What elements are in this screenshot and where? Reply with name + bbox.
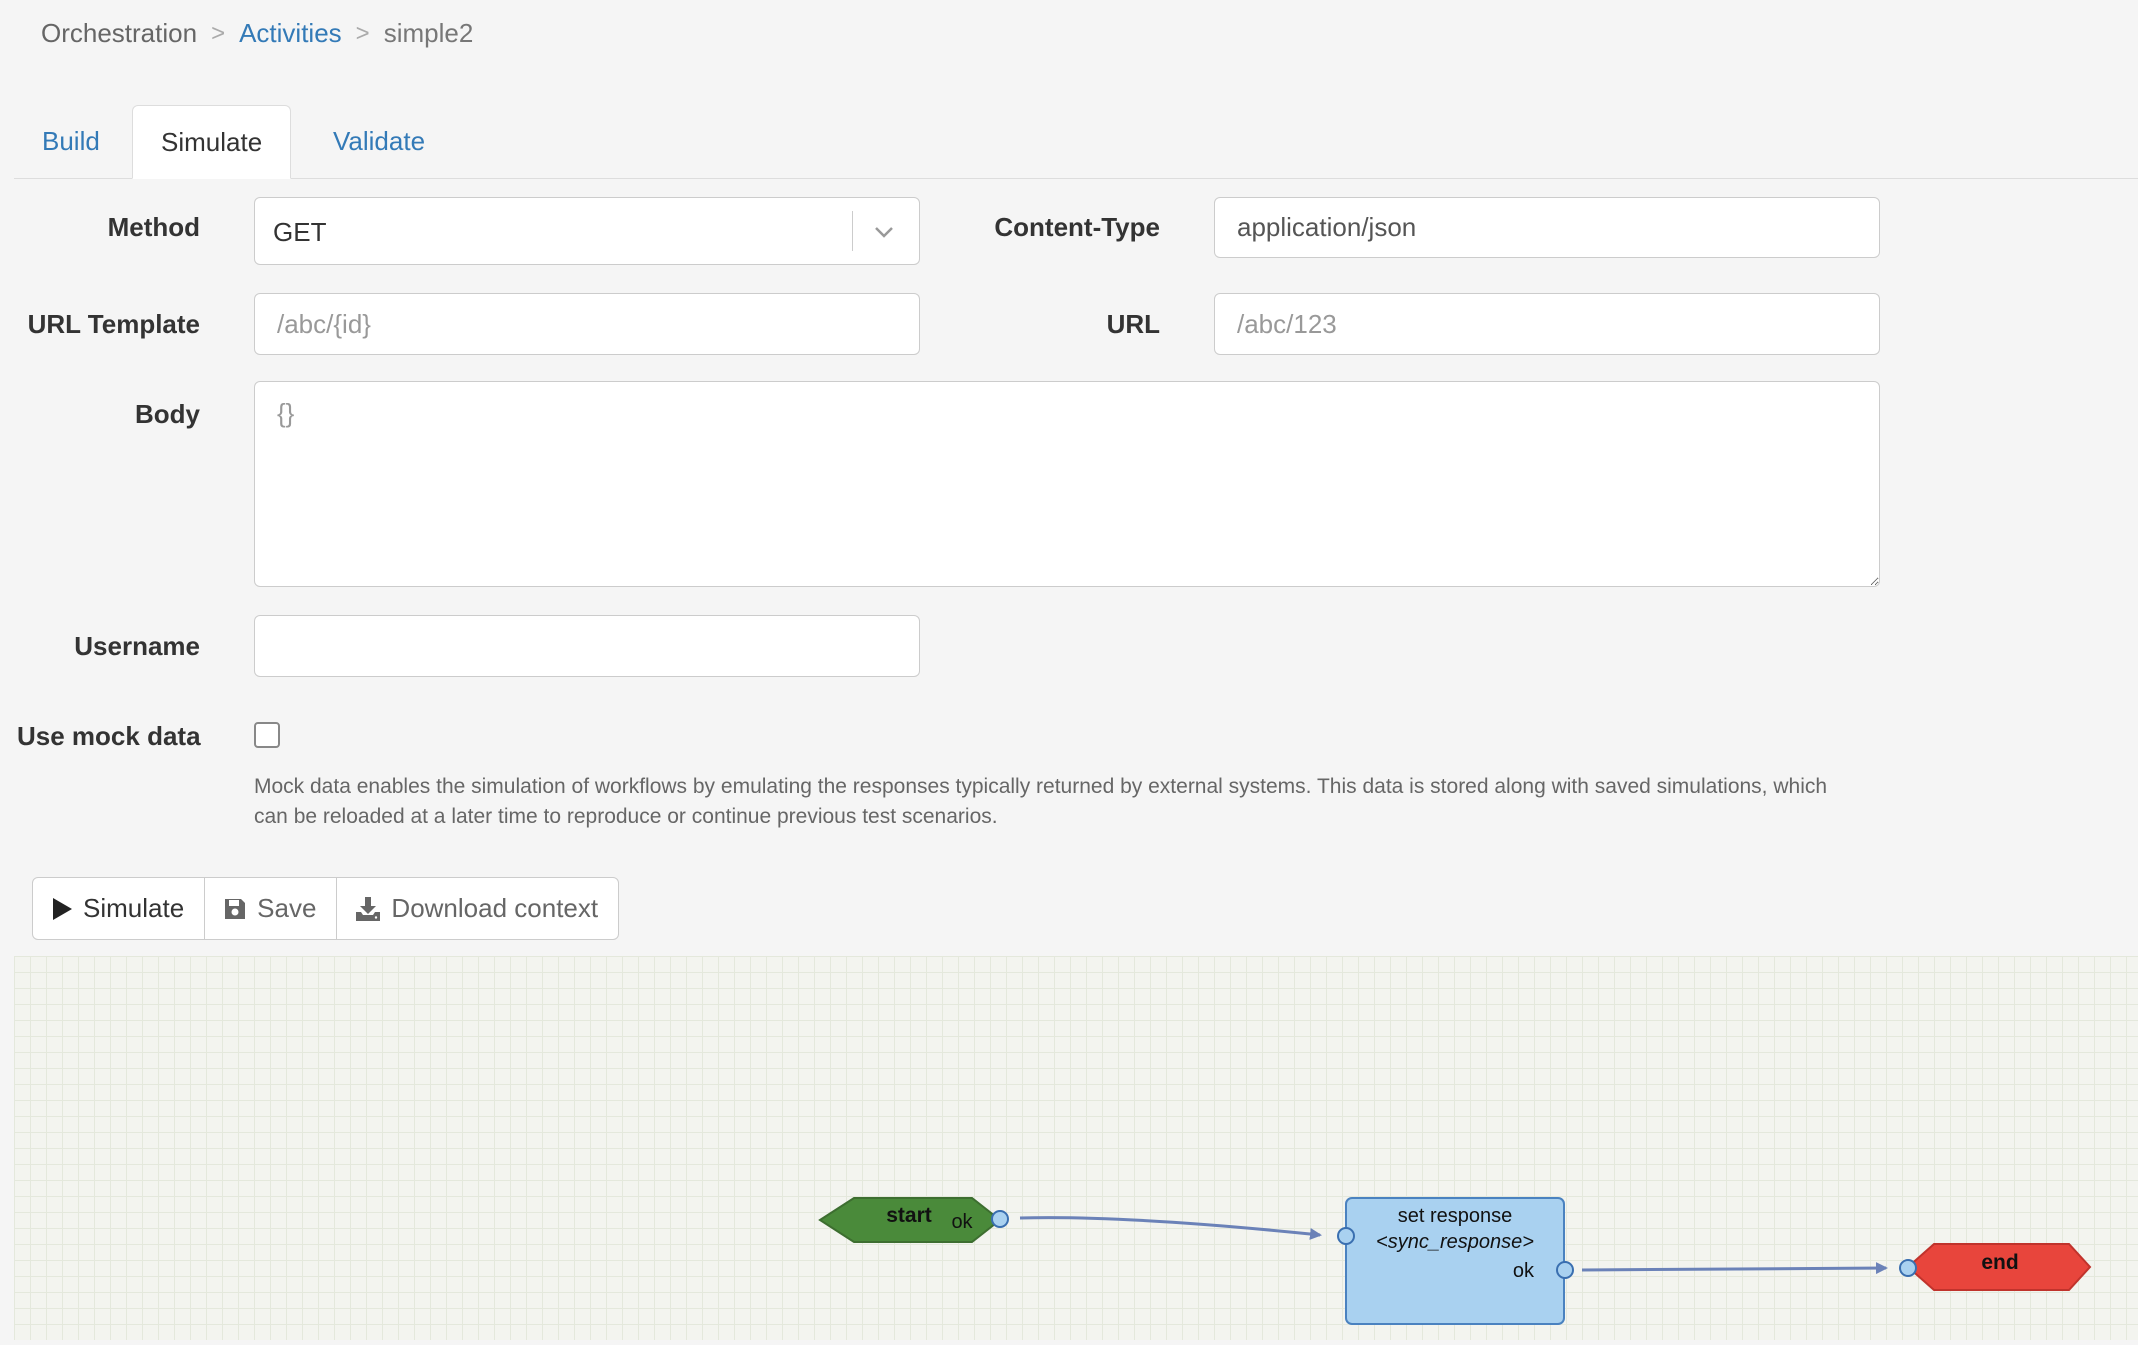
select-divider xyxy=(852,211,853,251)
use-mock-data-label: Use mock data xyxy=(17,721,201,751)
simulation-toolbar: Simulate Save Download context xyxy=(32,877,620,940)
breadcrumb-root[interactable]: Orchestration xyxy=(41,18,198,48)
username-input[interactable] xyxy=(254,615,920,677)
method-select[interactable]: GET xyxy=(254,197,920,265)
start-node-label: start xyxy=(886,1204,932,1227)
start-node-port-label: ok xyxy=(951,1211,973,1233)
url-template-label: URL Template xyxy=(27,309,200,339)
simulate-button-label: Simulate xyxy=(83,893,185,923)
edge-start-to-task xyxy=(1019,1216,1322,1240)
download-context-button[interactable]: Download context xyxy=(337,878,618,939)
content-type-label: Content-Type xyxy=(994,212,1160,242)
save-button-label: Save xyxy=(257,893,317,923)
end-node-label: end xyxy=(1981,1251,2018,1274)
tab-build[interactable]: Build xyxy=(42,126,100,156)
breadcrumb-activities-link[interactable]: Activities xyxy=(239,18,342,48)
tab-validate[interactable]: Validate xyxy=(333,126,426,156)
breadcrumb-separator: > xyxy=(211,19,226,47)
download-icon xyxy=(356,896,381,921)
tab-bar: Build Simulate Validate xyxy=(14,103,2138,179)
url-input[interactable] xyxy=(1214,293,1880,355)
end-input-port[interactable] xyxy=(1899,1259,1917,1277)
body-label: Body xyxy=(135,399,200,429)
mock-data-help-text: Mock data enables the simulation of work… xyxy=(254,775,1828,828)
body-textarea[interactable] xyxy=(254,381,1880,587)
method-select-value: GET xyxy=(273,217,327,247)
breadcrumb-separator: > xyxy=(355,19,370,47)
set-response-node[interactable]: set response <sync_response> ok xyxy=(1337,1197,1574,1325)
edge-task-to-end xyxy=(1581,1262,1888,1275)
workflow-canvas[interactable]: start ok set response <sync_response> ok… xyxy=(14,956,2138,1340)
save-icon xyxy=(225,898,246,919)
set-response-input-port[interactable] xyxy=(1337,1227,1355,1245)
tab-simulate[interactable]: Simulate xyxy=(132,105,292,179)
use-mock-data-checkbox[interactable] xyxy=(254,722,280,748)
username-label: Username xyxy=(74,631,200,661)
start-output-port[interactable] xyxy=(991,1210,1009,1228)
content-type-input[interactable] xyxy=(1214,197,1880,258)
end-node[interactable]: end xyxy=(1899,1243,2092,1291)
download-context-button-label: Download context xyxy=(391,893,599,923)
simulate-button[interactable]: Simulate xyxy=(33,878,206,939)
url-label: URL xyxy=(1106,309,1160,339)
set-response-node-title: set response xyxy=(1398,1205,1513,1227)
breadcrumb-current: simple2 xyxy=(383,18,474,48)
set-response-output-port[interactable] xyxy=(1556,1261,1574,1279)
start-node[interactable]: start ok xyxy=(818,1197,1009,1243)
chevron-down-icon xyxy=(875,227,893,238)
method-label: Method xyxy=(107,212,200,242)
breadcrumb: Orchestration > Activities > simple2 xyxy=(41,18,473,49)
set-response-node-subtitle: <sync_response> xyxy=(1376,1231,1534,1253)
play-icon xyxy=(53,897,72,920)
workflow-diagram: start ok set response <sync_response> ok… xyxy=(818,1197,2092,1325)
set-response-node-port-label: ok xyxy=(1513,1260,1535,1282)
save-button[interactable]: Save xyxy=(205,878,338,939)
url-template-input[interactable] xyxy=(254,293,920,355)
